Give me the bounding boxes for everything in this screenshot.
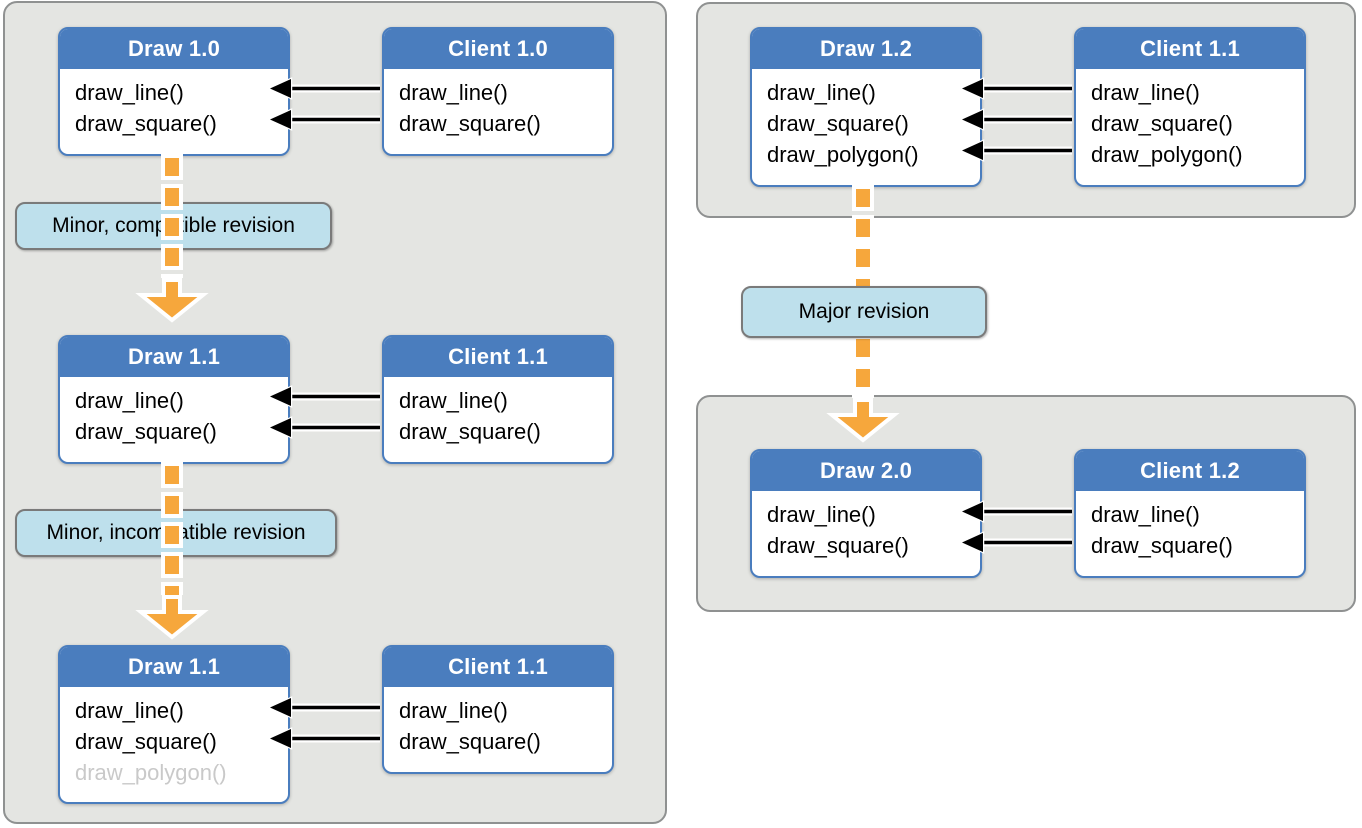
callout-minor-compatible-revision: Minor, compatible revision	[15, 202, 332, 250]
callout-major-revision: Major revision	[741, 286, 987, 338]
box-draw-1-1: Draw 1.1 draw_line() draw_square()	[58, 335, 290, 464]
method-label: draw_square()	[399, 729, 541, 754]
box-client-1-1-right-body: draw_line() draw_square() draw_polygon()	[1076, 69, 1304, 170]
box-draw-1-1-incompatible-title: Draw 1.1	[60, 647, 288, 687]
box-client-1-2-body: draw_line() draw_square()	[1076, 491, 1304, 561]
box-draw-1-2-title: Draw 1.2	[752, 29, 980, 69]
method-label: draw_line()	[75, 80, 184, 105]
box-client-1-1: Client 1.1 draw_line() draw_square()	[382, 335, 614, 464]
method-label: draw_square()	[767, 533, 909, 558]
box-client-1-1-title: Client 1.1	[384, 337, 612, 377]
method-label: draw_square()	[767, 111, 909, 136]
method-label: draw_square()	[75, 419, 217, 444]
method-label: draw_line()	[767, 502, 876, 527]
method-label: draw_polygon()	[1091, 142, 1243, 167]
box-client-1-2-title: Client 1.2	[1076, 451, 1304, 491]
method-label: draw_line()	[399, 388, 508, 413]
box-draw-1-1-body: draw_line() draw_square()	[60, 377, 288, 447]
box-client-1-1-right-title: Client 1.1	[1076, 29, 1304, 69]
method-label: draw_square()	[399, 111, 541, 136]
box-draw-2-0-title: Draw 2.0	[752, 451, 980, 491]
box-draw-1-1-title: Draw 1.1	[60, 337, 288, 377]
method-label: draw_square()	[1091, 533, 1233, 558]
method-label: draw_line()	[1091, 502, 1200, 527]
box-client-1-1-body: draw_line() draw_square()	[384, 377, 612, 447]
box-draw-1-1-incompatible-body: draw_line() draw_square() draw_polygon()	[60, 687, 288, 788]
method-label: draw_line()	[399, 698, 508, 723]
box-client-1-2: Client 1.2 draw_line() draw_square()	[1074, 449, 1306, 578]
box-draw-1-2-body: draw_line() draw_square() draw_polygon()	[752, 69, 980, 170]
box-draw-1-0-body: draw_line() draw_square()	[60, 69, 288, 139]
method-label-deprecated: draw_polygon()	[75, 760, 227, 785]
box-draw-1-0-title: Draw 1.0	[60, 29, 288, 69]
box-draw-1-0: Draw 1.0 draw_line() draw_square()	[58, 27, 290, 156]
method-label: draw_square()	[1091, 111, 1233, 136]
right-bottom-panel-after-major: Draw 2.0 draw_line() draw_square() Clien…	[696, 395, 1356, 612]
method-label: draw_line()	[1091, 80, 1200, 105]
box-draw-2-0: Draw 2.0 draw_line() draw_square()	[750, 449, 982, 578]
box-draw-2-0-body: draw_line() draw_square()	[752, 491, 980, 561]
method-label: draw_square()	[399, 419, 541, 444]
method-label: draw_square()	[75, 111, 217, 136]
box-client-1-1-final-title: Client 1.1	[384, 647, 612, 687]
box-draw-1-1-incompatible: Draw 1.1 draw_line() draw_square() draw_…	[58, 645, 290, 804]
method-label: draw_line()	[767, 80, 876, 105]
box-client-1-1-final: Client 1.1 draw_line() draw_square()	[382, 645, 614, 774]
method-label: draw_square()	[75, 729, 217, 754]
box-client-1-0-title: Client 1.0	[384, 29, 612, 69]
method-label: draw_line()	[75, 698, 184, 723]
box-client-1-0: Client 1.0 draw_line() draw_square()	[382, 27, 614, 156]
method-label: draw_line()	[399, 80, 508, 105]
box-client-1-0-body: draw_line() draw_square()	[384, 69, 612, 139]
left-panel-minor-revisions: Draw 1.0 draw_line() draw_square() Clien…	[3, 1, 667, 824]
box-client-1-1-final-body: draw_line() draw_square()	[384, 687, 612, 757]
box-draw-1-2: Draw 1.2 draw_line() draw_square() draw_…	[750, 27, 982, 187]
box-client-1-1-right: Client 1.1 draw_line() draw_square() dra…	[1074, 27, 1306, 187]
right-top-panel-before-major: Draw 1.2 draw_line() draw_square() draw_…	[696, 2, 1356, 218]
method-label: draw_polygon()	[767, 142, 919, 167]
callout-minor-incompatible-revision: Minor, incompatible revision	[15, 509, 337, 557]
method-label: draw_line()	[75, 388, 184, 413]
